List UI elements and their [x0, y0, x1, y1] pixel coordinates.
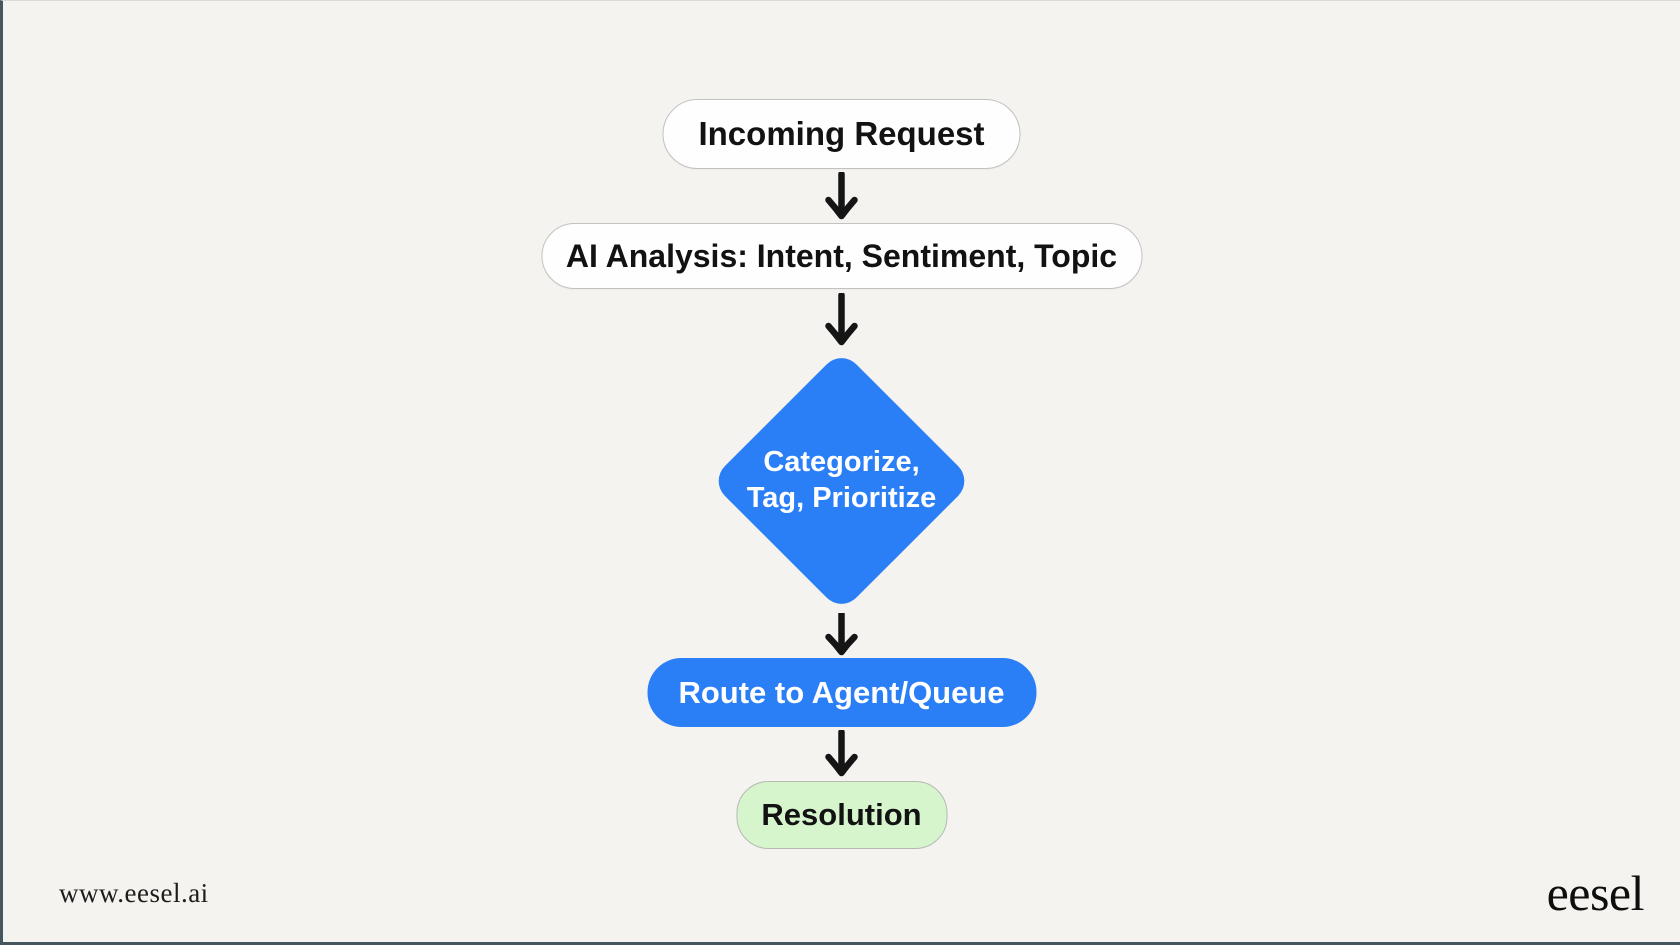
- node-categorize-tag-prioritize: Categorize, Tag, Prioritize: [709, 349, 974, 613]
- arrow-down-icon: [825, 730, 858, 777]
- diamond-label-line2: Tag, Prioritize: [746, 482, 937, 514]
- flowchart: Incoming Request AI Analysis: Intent, Se…: [541, 99, 1142, 849]
- node-route-to-agent-queue: Route to Agent/Queue: [647, 658, 1036, 727]
- node-resolution: Resolution: [736, 781, 947, 849]
- arrow-down-icon: [825, 293, 858, 346]
- eesel-logo: eesel: [1546, 865, 1645, 921]
- arrow-down-icon: [825, 172, 858, 220]
- node-incoming-request-label: Incoming Request: [698, 115, 985, 152]
- diamond-label-line1: Categorize,: [763, 446, 920, 479]
- arrow-down-icon: [825, 613, 858, 656]
- node-incoming-request: Incoming Request: [662, 99, 1021, 169]
- node-route-label: Route to Agent/Queue: [678, 674, 1005, 710]
- node-ai-analysis: AI Analysis: Intent, Sentiment, Topic: [541, 223, 1142, 289]
- node-ai-analysis-label: AI Analysis: Intent, Sentiment, Topic: [565, 237, 1118, 274]
- footer-url: www.eesel.ai: [59, 878, 209, 908]
- node-categorize-label: Categorize, Tag, Prioritize: [747, 445, 937, 517]
- node-resolution-label: Resolution: [761, 797, 922, 832]
